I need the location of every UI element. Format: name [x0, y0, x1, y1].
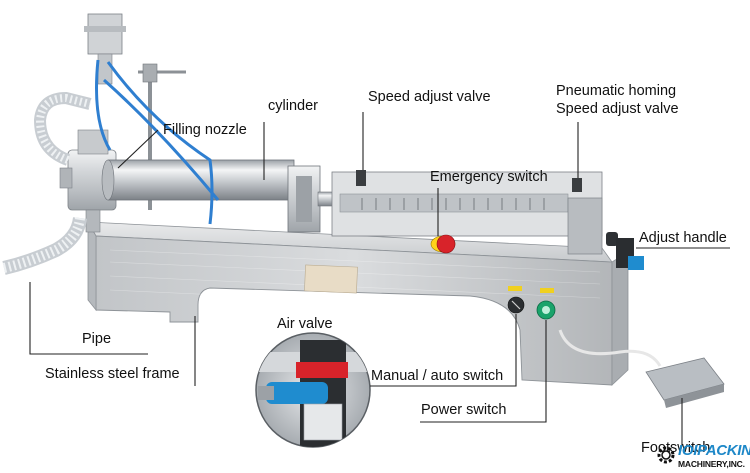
label-pipe: Pipe	[82, 331, 112, 347]
label-stainless-steel-frame: Stainless steel frame	[45, 366, 180, 382]
label-pneumatic-homing-line2: Speed adjust valve	[556, 101, 679, 117]
label-pneumatic-homing-line1: Pneumatic homing	[556, 83, 677, 99]
air-valve-inset	[255, 332, 371, 448]
leader-lines	[29, 112, 730, 446]
foot-switch-icon	[645, 357, 725, 408]
air-hoses	[95, 59, 220, 225]
label-adjust-handle: Adjust handle	[639, 230, 727, 246]
pneumatic-carriage	[331, 170, 603, 255]
label-speed-adjust-valve: Speed adjust valve	[368, 89, 491, 105]
emergency-switch-icon	[430, 234, 456, 254]
logo-line2: MACHINERY,INC.	[678, 459, 745, 469]
pipe	[2, 91, 92, 275]
label-air-valve: Air valve	[277, 316, 333, 332]
brand-logo: IOIPACKING MACHINERY,INC.	[657, 441, 750, 473]
label-filling-nozzle: Filling nozzle	[163, 122, 247, 138]
control-panel	[507, 286, 556, 320]
power-cable	[558, 329, 662, 367]
adjust-handle-knob	[606, 232, 644, 270]
label-cylinder: cylinder	[268, 98, 318, 114]
label-foot-switch: Footswitch	[641, 440, 711, 456]
gear-icon	[657, 446, 675, 464]
cylinder	[101, 159, 335, 233]
filling-head	[59, 63, 186, 233]
label-power-switch: Power switch	[421, 402, 507, 418]
top-air-cylinder	[84, 13, 126, 85]
label-emergency-switch: Emergency switch	[430, 169, 548, 185]
label-manual-auto-switch: Manual / auto switch	[371, 368, 504, 384]
logo-line1: IOIPACKING	[678, 442, 750, 459]
